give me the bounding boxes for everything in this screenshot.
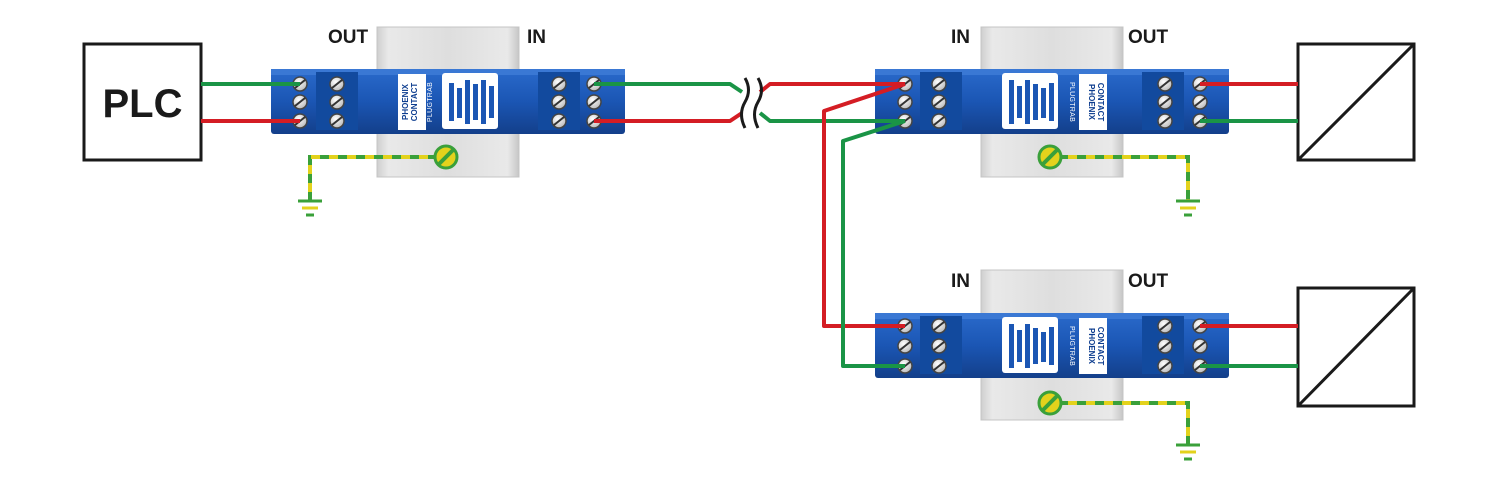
module1-in-label: IN xyxy=(527,27,546,48)
brand-line2: CONTACT xyxy=(1096,327,1105,366)
brand-line1: PHOENIX xyxy=(1087,84,1096,121)
ground-symbol-icon xyxy=(298,199,322,217)
cable-break-icon xyxy=(740,77,763,129)
screw-slot xyxy=(1159,116,1171,126)
module2-out-label: OUT xyxy=(1128,27,1169,48)
screw-slot xyxy=(553,116,565,126)
screw-slot xyxy=(933,321,945,331)
screw-slot xyxy=(553,97,565,107)
field-device-icon xyxy=(1296,42,1416,162)
plc-label: PLC xyxy=(103,82,183,126)
brand-panel xyxy=(398,74,426,130)
screw-slot xyxy=(899,97,911,107)
wire-red-trunk xyxy=(594,111,744,123)
screw-slot xyxy=(294,97,306,107)
screw-slot xyxy=(331,79,343,89)
surge-module-2: PHOENIX CONTACT PLUGTRAB xyxy=(875,69,1229,134)
screw-slot xyxy=(588,97,600,107)
wire-green-branch xyxy=(841,119,906,368)
plc-box: PLC xyxy=(82,42,203,162)
module2-in-label: IN xyxy=(951,27,970,48)
module3-in-label: IN xyxy=(951,271,970,292)
product-label: PLUGTRAB xyxy=(427,82,434,122)
screw-slot xyxy=(1194,97,1206,107)
field-device-top xyxy=(1296,42,1416,162)
brand-panel xyxy=(1079,74,1107,130)
brand-line1: PHOENIX xyxy=(1087,328,1096,365)
surge-module-3: PHOENIX CONTACT PLUGTRAB xyxy=(875,313,1229,378)
earth-wires xyxy=(308,155,1190,444)
wire-green-trunk xyxy=(594,82,744,94)
brand-line2: CONTACT xyxy=(410,83,419,122)
brand-panel xyxy=(1079,318,1107,374)
ground-symbol-icon xyxy=(1176,443,1200,461)
wires xyxy=(201,82,1298,368)
field-device-bottom xyxy=(1296,286,1416,408)
screw-slot xyxy=(1194,341,1206,351)
product-label: PLUGTRAB xyxy=(1068,82,1075,122)
screw-slot xyxy=(1159,341,1171,351)
screw-slot xyxy=(899,341,911,351)
screw-slot xyxy=(933,116,945,126)
led-bars xyxy=(1009,324,1054,368)
product-label: PLUGTRAB xyxy=(1068,326,1075,366)
screw-slot xyxy=(933,97,945,107)
field-device-icon xyxy=(1296,286,1416,408)
earth-terminals xyxy=(433,144,1063,416)
screw-slot xyxy=(933,341,945,351)
screw-slot xyxy=(331,97,343,107)
screw-slot xyxy=(1159,321,1171,331)
screw-slot xyxy=(1159,361,1171,371)
led-bars xyxy=(1009,80,1054,124)
screw-slot xyxy=(331,116,343,126)
screw-slot xyxy=(1159,97,1171,107)
module1-out-label: OUT xyxy=(328,27,369,48)
module3-out-label: OUT xyxy=(1128,271,1169,292)
screw-slot xyxy=(933,361,945,371)
brand-line1: PHOENIX xyxy=(401,83,410,120)
brand-line2: CONTACT xyxy=(1096,83,1105,122)
screw-slot xyxy=(1159,79,1171,89)
surge-module-1: PHOENIX CONTACT PLUGTRAB xyxy=(271,69,625,134)
ground-symbol-icon xyxy=(1176,199,1200,217)
screw-slot xyxy=(933,79,945,89)
led-bars xyxy=(449,80,494,124)
wire-red-branch xyxy=(822,82,906,328)
wire-red-to-m2 xyxy=(758,82,905,94)
screw-slot xyxy=(553,79,565,89)
